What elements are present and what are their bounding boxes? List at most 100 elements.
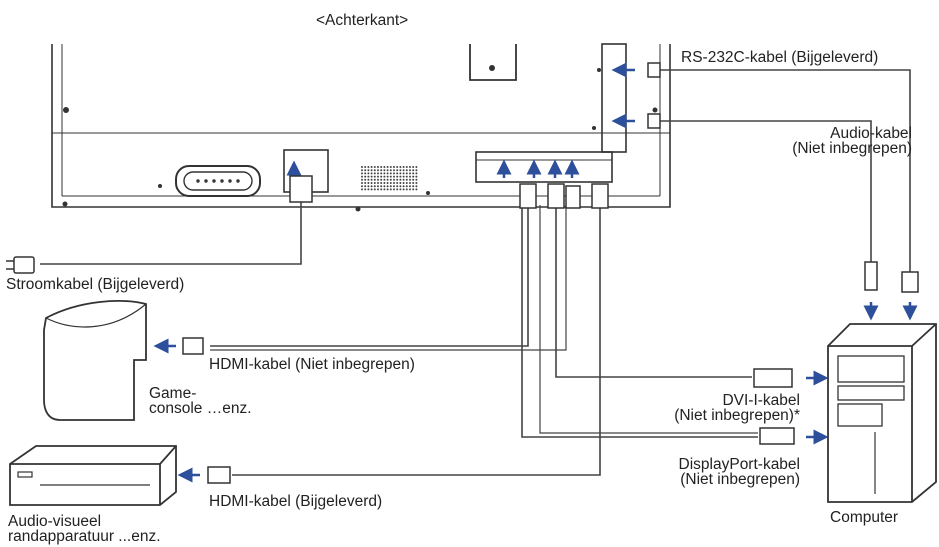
vent-hole xyxy=(415,169,418,172)
vent-hole xyxy=(412,166,415,168)
vent-hole xyxy=(364,182,367,184)
vent-hole xyxy=(412,169,415,172)
vent-hole xyxy=(409,175,411,178)
vent-hole xyxy=(409,166,411,168)
game-console-label: Game- console …enz. xyxy=(149,386,252,417)
vent-hole xyxy=(377,182,379,184)
vent-hole xyxy=(386,172,389,175)
hdmi-av-cable-label: HDMI-kabel (Bijgeleverd) xyxy=(209,493,383,510)
vent-hole xyxy=(402,185,405,188)
vent-hole xyxy=(367,178,370,181)
vent-hole xyxy=(405,188,408,191)
vent-hole xyxy=(415,185,418,188)
vent-hole xyxy=(377,178,379,181)
vent-hole xyxy=(383,172,386,175)
vent-hole xyxy=(389,175,392,178)
vent-hole xyxy=(364,166,367,168)
vent-hole xyxy=(383,178,386,181)
vent-hole xyxy=(399,172,402,175)
monitor-rear-panel xyxy=(51,43,671,208)
vent-hole xyxy=(415,166,418,168)
vent-hole xyxy=(361,182,363,184)
vent-hole xyxy=(389,182,392,184)
vent-hole xyxy=(393,185,395,188)
av-device-label-line1: Audio-visueel xyxy=(8,513,102,530)
vent-hole xyxy=(393,166,395,168)
vent-hole xyxy=(380,175,383,178)
vent-hole xyxy=(393,182,395,184)
displayport-cable-label-line2: (Niet inbegrepen) xyxy=(680,471,800,488)
vent-hole xyxy=(386,182,389,184)
vent-hole xyxy=(370,175,373,178)
vent-hole xyxy=(389,178,392,181)
vent-hole xyxy=(405,169,408,172)
vent-hole xyxy=(396,172,399,175)
vent-hole xyxy=(415,188,418,191)
vent-hole xyxy=(405,166,408,168)
vent-hole xyxy=(412,172,415,175)
vent-hole xyxy=(377,172,379,175)
vent-hole xyxy=(367,185,370,188)
vent-hole xyxy=(386,178,389,181)
vent-hole xyxy=(377,188,379,191)
vent-hole xyxy=(393,175,395,178)
vent-hole xyxy=(380,166,383,168)
vent-hole xyxy=(405,175,408,178)
vent-hole xyxy=(377,169,379,172)
vent-hole xyxy=(393,178,395,181)
vent-hole xyxy=(373,185,376,188)
vent-hole xyxy=(393,188,395,191)
vent-hole xyxy=(386,188,389,191)
vent-hole xyxy=(383,166,386,168)
vent-hole xyxy=(370,169,373,172)
vent-hole xyxy=(361,185,363,188)
vent-hole xyxy=(367,175,370,178)
vent-hole xyxy=(380,185,383,188)
vent-hole xyxy=(361,169,363,172)
device-arrows xyxy=(153,302,918,483)
vent-hole xyxy=(415,175,418,178)
vent-hole xyxy=(383,182,386,184)
vent-hole xyxy=(370,172,373,175)
vent-hole xyxy=(402,166,405,168)
vent-hole xyxy=(364,172,367,175)
vent-hole xyxy=(383,188,386,191)
vent-hole xyxy=(402,182,405,184)
vent-hole xyxy=(361,188,363,191)
dvi-cable-label: DVI-I-kabel (Niet inbegrepen)* xyxy=(600,393,800,424)
av-device-label: Audio-visueel randapparatuur ...enz. xyxy=(8,513,161,545)
game-console-icon xyxy=(43,300,147,421)
vent-hole xyxy=(399,182,402,184)
vent-hole xyxy=(373,182,376,184)
displayport-cable-label-line1: DisplayPort-kabel xyxy=(678,456,800,473)
vent-hole xyxy=(405,172,408,175)
cables xyxy=(40,69,911,476)
av-device-icon xyxy=(9,445,177,506)
vent-hole xyxy=(399,166,402,168)
vent-hole xyxy=(364,178,367,181)
vent-hole xyxy=(361,172,363,175)
hdmi-game-cable-label: HDMI-kabel (Niet inbegrepen) xyxy=(209,356,415,373)
cable-plugs xyxy=(182,62,919,484)
vent-hole xyxy=(377,166,379,168)
vent-hole xyxy=(405,178,408,181)
vent-hole xyxy=(409,172,411,175)
vent-hole xyxy=(405,182,408,184)
vent-hole xyxy=(361,166,363,168)
vent-hole xyxy=(370,188,373,191)
audio-cable-label-line2: (Niet inbegrepen) xyxy=(792,140,912,157)
vent-hole xyxy=(396,178,399,181)
vent-hole xyxy=(396,175,399,178)
displayport-cable-label: DisplayPort-kabel (Niet inbegrepen) xyxy=(600,456,800,488)
vent-hole xyxy=(361,175,363,178)
vent-hole xyxy=(373,169,376,172)
vent-hole xyxy=(361,178,363,181)
vent-hole xyxy=(364,188,367,191)
vent-hole xyxy=(399,169,402,172)
vent-hole xyxy=(389,185,392,188)
diagram-title: <Achterkant> xyxy=(316,12,409,29)
vent-hole xyxy=(367,182,370,184)
vent-hole xyxy=(389,169,392,172)
vent-hole xyxy=(412,188,415,191)
vent-hole xyxy=(409,185,411,188)
